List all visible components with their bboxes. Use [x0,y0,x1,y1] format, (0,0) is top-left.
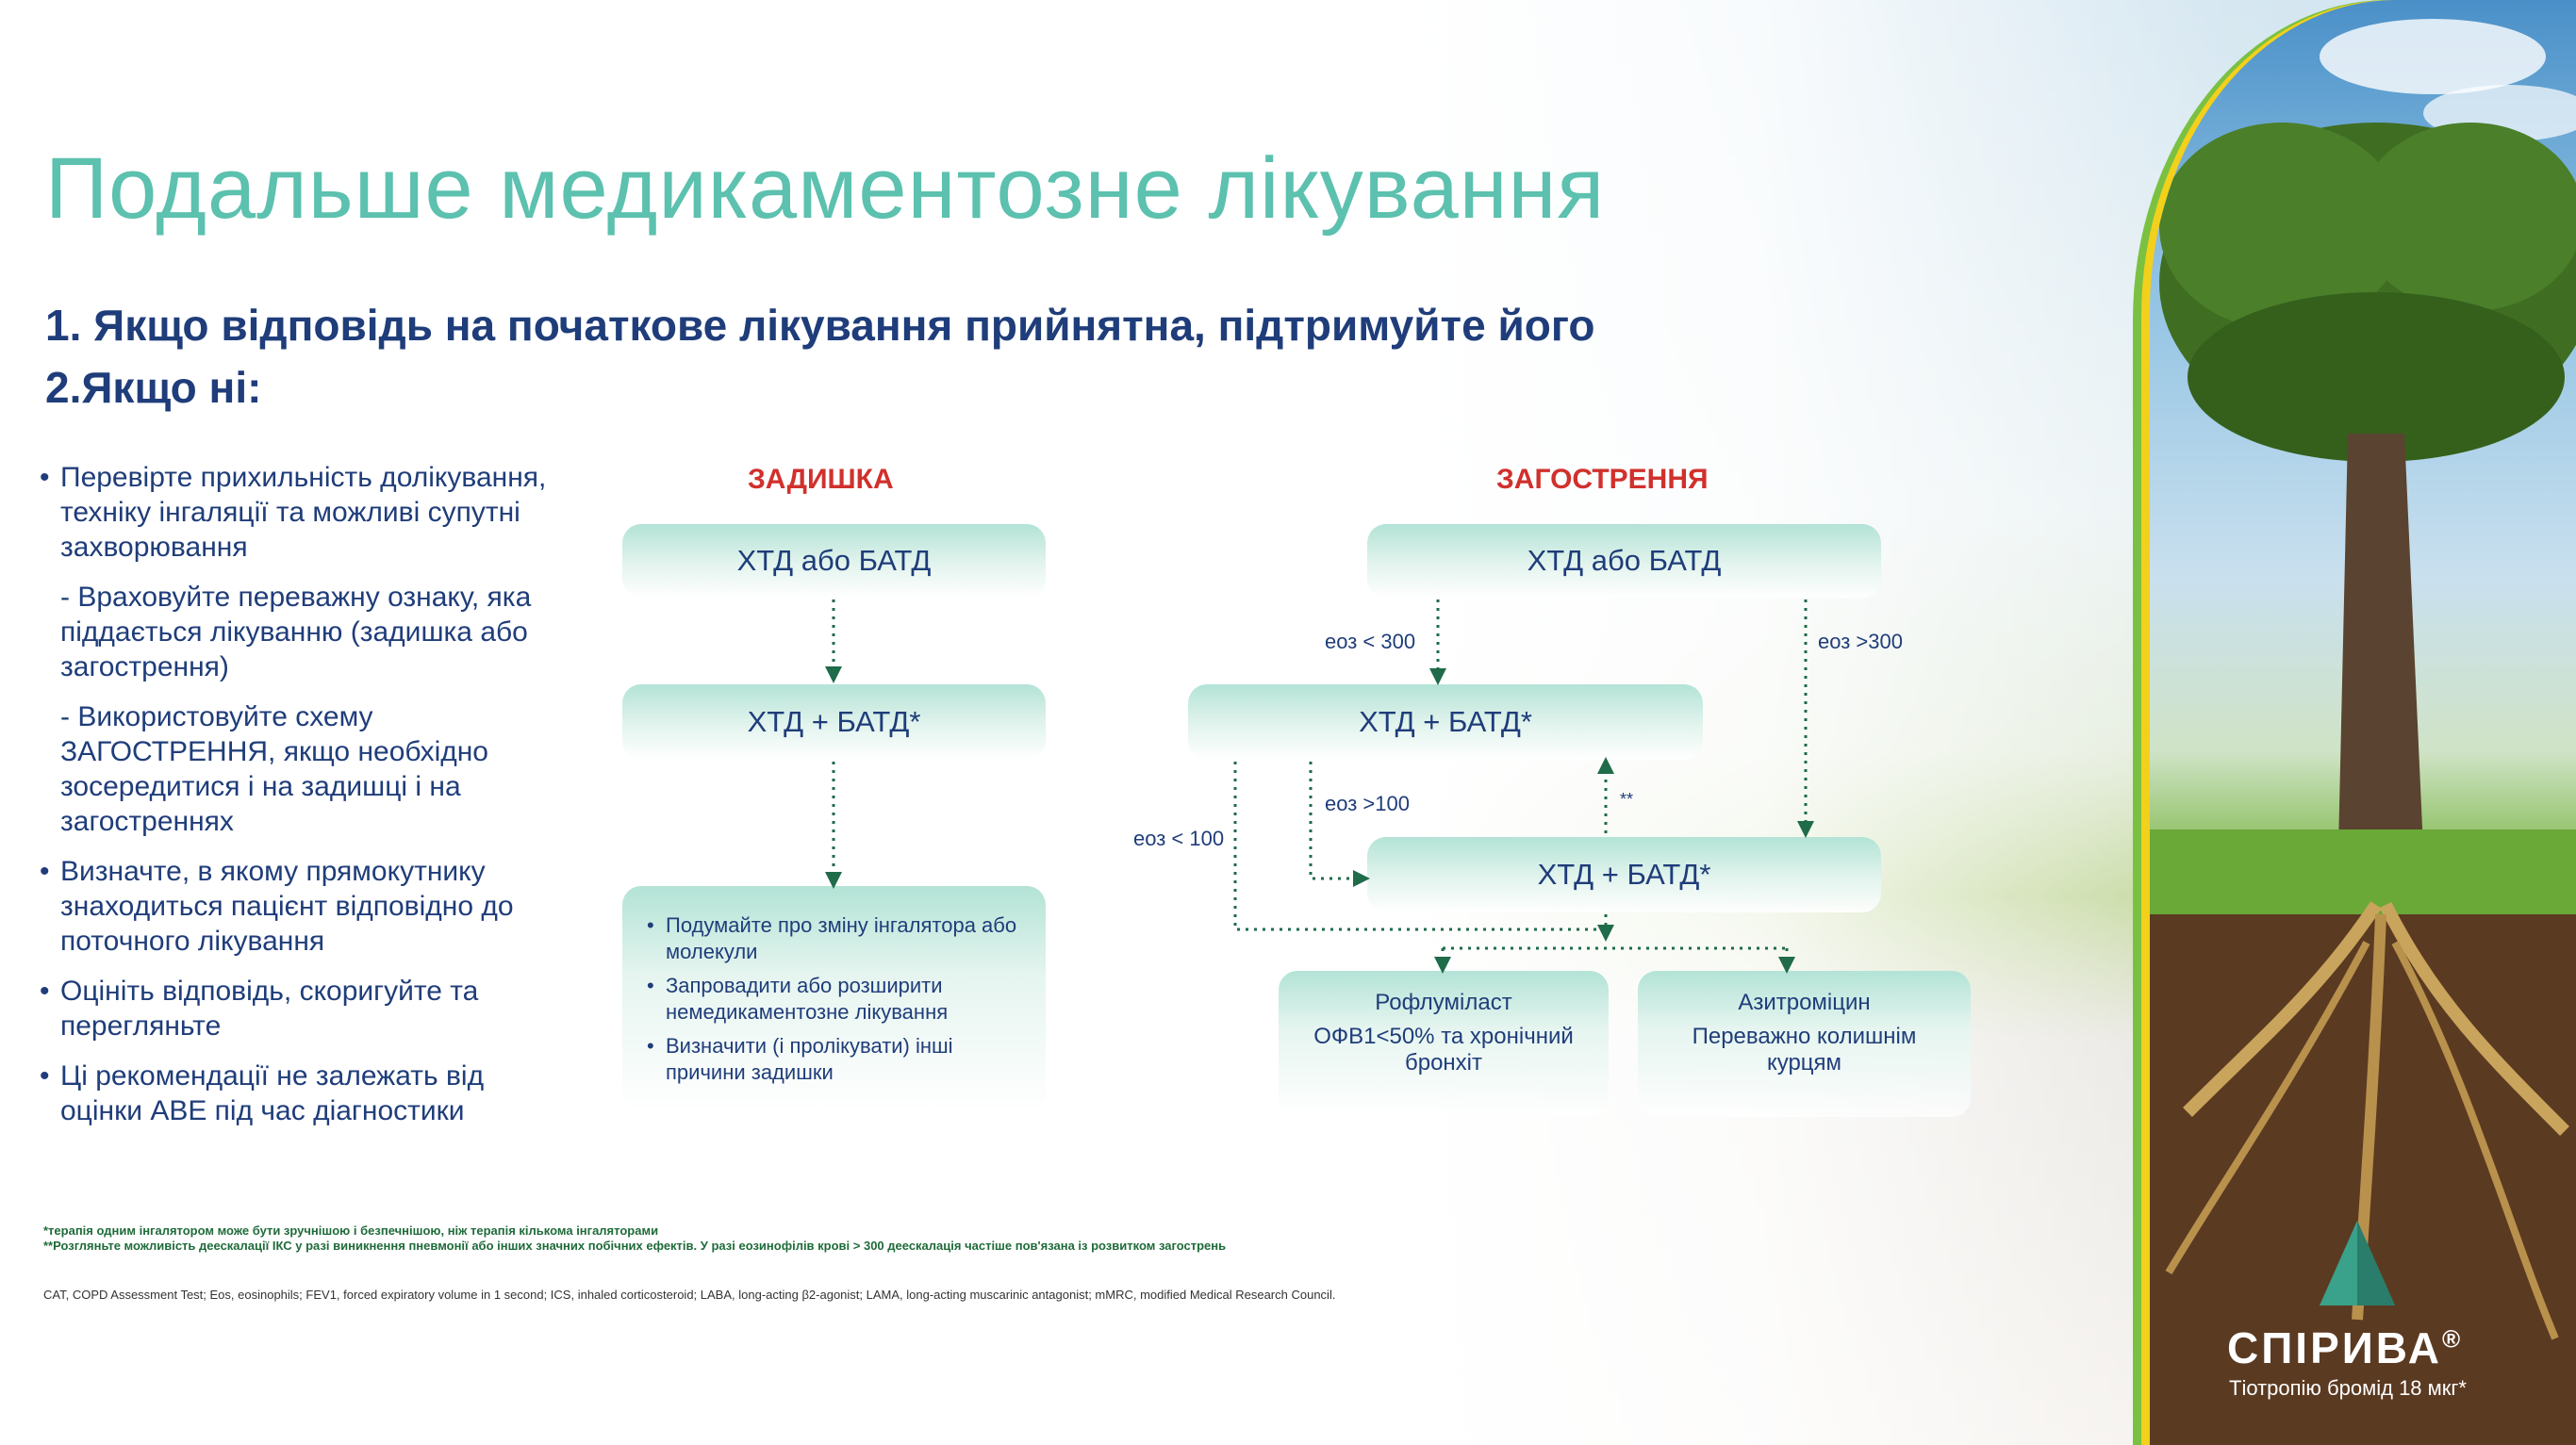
roflumilast-text: ОФВ1<50% та хронічний бронхіт [1313,1024,1574,1076]
dyspnea-box-3: •Подумайте про зміну інгалятора або моле… [622,886,1046,1112]
dyspnea-item-3: •Визначити (і пролікувати) інші причини … [647,1034,953,1084]
dyspnea-heading: ЗАДИШКА [748,464,894,495]
label-eos-lt100: еоз < 100 [1133,827,1225,850]
tree-illustration [2150,19,2576,1445]
footnote-2: **Розгляньте можливість деескалації ІКС … [43,1239,1227,1253]
label-eos-gt100: еоз >100 [1325,792,1410,815]
sub-bullet-predominant: - Враховуйте переважну ознаку, яка підда… [60,582,532,682]
azithromycin-title: Азитроміцин [1738,990,1871,1015]
label-eos-lt300: еоз < 300 [1325,630,1416,653]
exac-box-mid: ХТД + БАТД* [1188,684,1703,760]
label-double-star: ** [1620,790,1634,809]
tree-image-panel [2150,0,2576,1445]
bullet-rectangle: Визначте, в якому прямокутнику знаходить… [40,854,568,959]
dyspnea-box-2: ХТД + БАТД* [622,684,1046,760]
brand-name: СПІРИВА® [2227,1323,2464,1372]
exac-box-roflumilast: Рофлуміласт ОФВ1<50% та хронічний бронхі… [1279,971,1609,1117]
bullet-assess: Оцініть відповідь, скоригуйте та перегля… [40,974,568,1043]
arrow-eos-lt100-line [1233,762,1606,931]
subtitle-2: 2.Якщо ні: [45,363,262,412]
roflumilast-title: Рофлуміласт [1375,990,1512,1015]
dyspnea-item-1: •Подумайте про зміну інгалятора або моле… [647,913,1017,963]
exac-box-top: ХТД або БАТД [1367,524,1881,598]
exac-box-mid-label: ХТД + БАТД* [1359,705,1532,738]
bullet-abe: Ці рекомендації не залежать від оцінки А… [40,1059,568,1128]
left-bullet-list: Перевірте прихильність долікування, техн… [40,460,568,1143]
dyspnea-box-1-label: ХТД або БАТД [736,544,932,577]
arrow-eos-gt100 [1309,762,1370,887]
brand-subtitle: Тіотропію бромід 18 мкг* [2229,1376,2467,1400]
exac-box-azithromycin: Азитроміцин Переважно колишнім курцям [1638,971,1971,1117]
label-eos-gt300: еоз >300 [1818,630,1903,653]
dyspnea-box-2-label: ХТД + БАТД* [747,705,921,738]
exac-box-right-label: ХТД + БАТД* [1537,858,1711,891]
exac-box-right: ХТД + БАТД* [1367,837,1881,912]
exac-box-top-label: ХТД або БАТД [1527,544,1722,577]
page-title: Подальше медикаментозне лікування [45,140,1606,237]
azithromycin-text: Переважно колишнім курцям [1692,1024,1917,1076]
exacerbation-heading: ЗАГОСТРЕННЯ [1496,464,1709,495]
dyspnea-box-1: ХТД або БАТД [622,524,1046,598]
abbreviations: CAT, COPD Assessment Test; Eos, eosinoph… [43,1288,1336,1302]
bullet-adherence: Перевірте прихильність долікування, техн… [40,460,568,565]
subtitle-1: 1. Якщо відповідь на початкове лікування… [45,301,1595,350]
footnote-1: *терапія одним інгалятором може бути зру… [43,1223,659,1238]
sub-bullet-exacerbation-scheme: - Використовуйте схему ЗАГОСТРЕННЯ, якщо… [60,701,488,837]
dyspnea-item-2: •Запровадити або розширити немедикаменто… [647,974,949,1024]
